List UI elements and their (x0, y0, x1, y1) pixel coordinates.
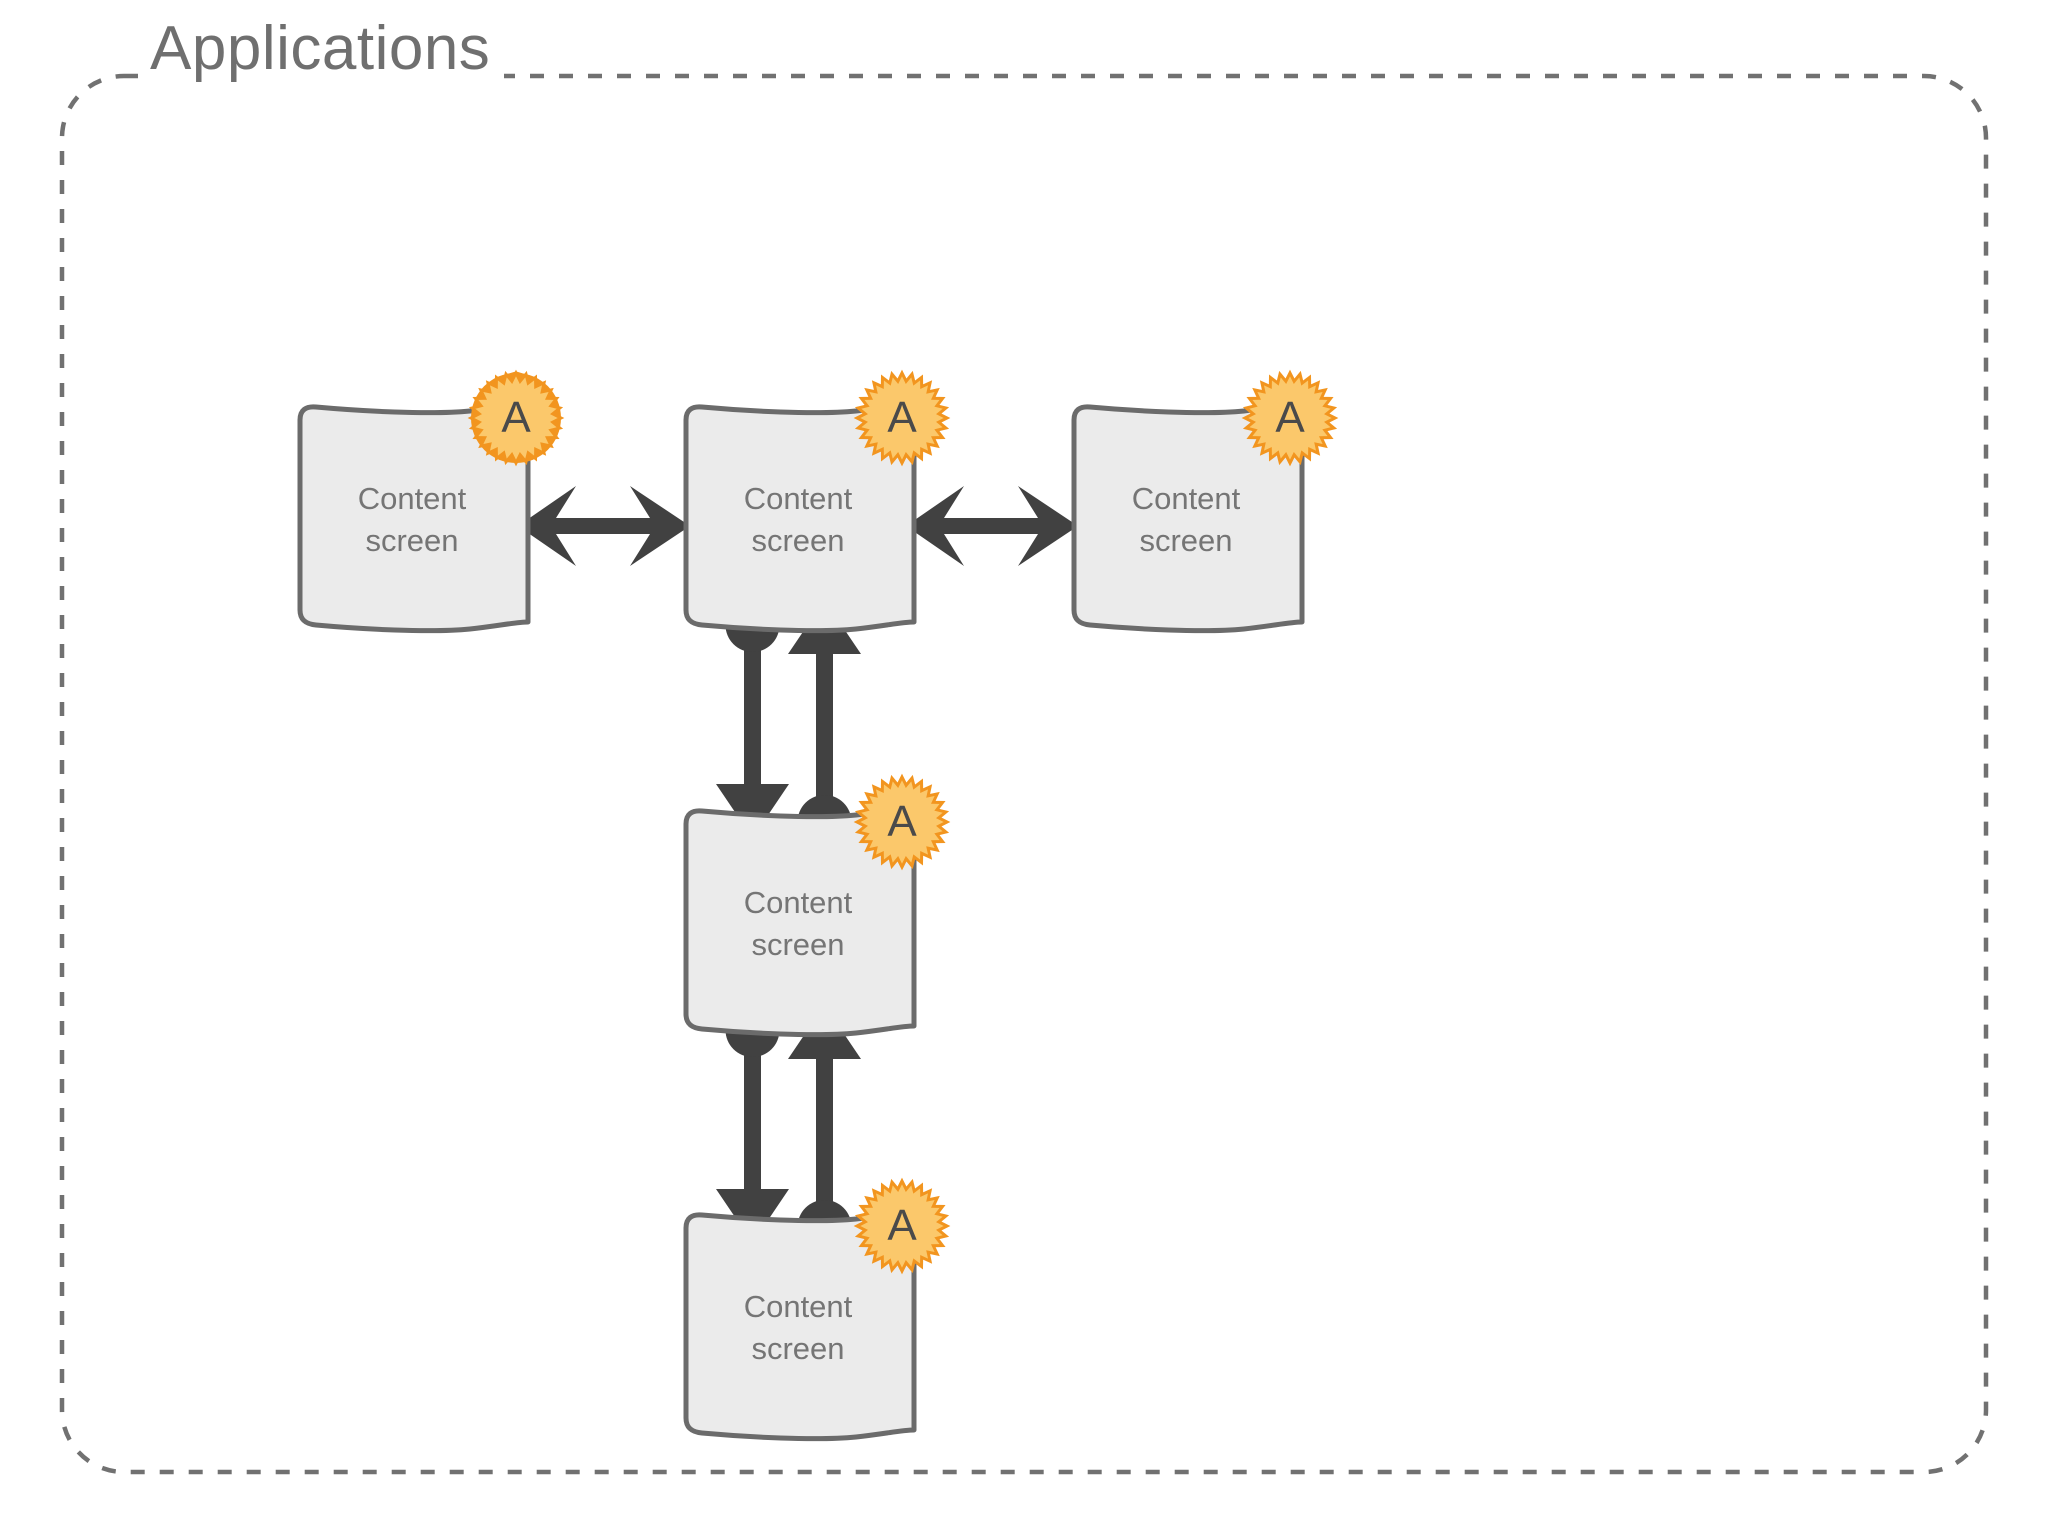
badge-card-top-center[interactable] (853, 369, 951, 467)
group-title: Applications (140, 16, 505, 81)
card-layer (297, 401, 1305, 1442)
conn-left-center (518, 486, 690, 566)
badge-card-top-right[interactable] (1241, 369, 1339, 467)
badge-card-middle[interactable] (853, 773, 951, 871)
card-top-left[interactable] (297, 401, 531, 634)
conn-bottom-middle-up (788, 1005, 861, 1254)
card-middle[interactable] (683, 805, 917, 1038)
group-container-border (59, 73, 1989, 1475)
conn-center-middle-down (716, 598, 789, 838)
card-top-center[interactable] (683, 401, 917, 634)
badge-card-top-left[interactable] (467, 369, 565, 467)
badge-layer (467, 369, 1339, 1275)
card-bottom[interactable] (683, 1209, 917, 1442)
badge-card-bottom[interactable] (853, 1177, 951, 1275)
conn-middle-center-up (788, 600, 861, 849)
conn-middle-bottom-down (716, 1003, 789, 1243)
card-top-right[interactable] (1071, 401, 1305, 634)
conn-center-right (906, 486, 1078, 566)
